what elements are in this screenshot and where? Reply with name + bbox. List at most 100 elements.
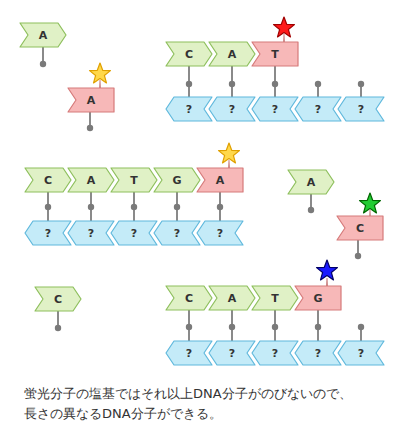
block-shape bbox=[338, 341, 384, 365]
block-label-group: T bbox=[111, 168, 157, 192]
base-letter: ? bbox=[358, 103, 364, 116]
block-shape bbox=[197, 168, 243, 192]
template-block: ? bbox=[68, 221, 114, 245]
block-label-group: ? bbox=[197, 221, 243, 245]
base-letter: T bbox=[130, 174, 138, 187]
block-shape bbox=[68, 168, 114, 192]
fluorescent-stars bbox=[85, 13, 385, 287]
block-shape bbox=[337, 216, 383, 240]
block-shape bbox=[295, 286, 341, 310]
block-label-group: C bbox=[25, 168, 71, 192]
base-letter: C bbox=[54, 293, 62, 306]
template-block: ? bbox=[252, 97, 298, 121]
nucleotide-block: T bbox=[111, 168, 157, 192]
block-shape bbox=[209, 97, 255, 121]
nucleotide-block: C bbox=[25, 168, 71, 192]
nucleotide-block: A bbox=[68, 168, 114, 192]
nucleotide-block: C bbox=[166, 286, 212, 310]
block-label-group: A bbox=[197, 168, 243, 192]
template-block: ? bbox=[25, 221, 71, 245]
nucleotide-block: C bbox=[166, 42, 212, 66]
block-shape bbox=[252, 286, 298, 310]
template-block: ? bbox=[197, 221, 243, 245]
block-shape bbox=[288, 170, 334, 194]
block-label-group: ? bbox=[338, 97, 384, 121]
nucleotide-block: A bbox=[20, 23, 66, 47]
block-label-group: G bbox=[154, 168, 200, 192]
block-shape bbox=[68, 88, 114, 112]
block-shape bbox=[252, 97, 298, 121]
block-label-group: A bbox=[20, 23, 66, 47]
base-letter: T bbox=[271, 292, 279, 305]
template-block: ? bbox=[295, 97, 341, 121]
block-label-group: ? bbox=[295, 341, 341, 365]
block-label-group: ? bbox=[338, 341, 384, 365]
block-label-group: ? bbox=[25, 221, 71, 245]
base-letter: C bbox=[185, 48, 193, 61]
base-letter: ? bbox=[174, 227, 180, 240]
template-block: ? bbox=[338, 341, 384, 365]
template-block: ? bbox=[295, 341, 341, 365]
base-letter: A bbox=[307, 176, 316, 189]
block-shape bbox=[166, 97, 212, 121]
template-block: ? bbox=[209, 97, 255, 121]
block-label-group: T bbox=[252, 286, 298, 310]
block-label-group: C bbox=[166, 42, 212, 66]
base-letter: ? bbox=[315, 103, 321, 116]
base-letter: G bbox=[172, 174, 181, 187]
block-shape bbox=[68, 221, 114, 245]
block-label-group: ? bbox=[154, 221, 200, 245]
base-letter: ? bbox=[272, 347, 278, 360]
block-shape bbox=[209, 42, 255, 66]
template-block: ? bbox=[111, 221, 157, 245]
block-shape bbox=[35, 287, 81, 311]
block-shape bbox=[197, 221, 243, 245]
pins bbox=[40, 46, 364, 341]
nucleotide-block: A bbox=[288, 170, 334, 194]
block-label-group: A bbox=[288, 170, 334, 194]
template-block: ? bbox=[154, 221, 200, 245]
block-shape bbox=[209, 286, 255, 310]
block-label-group: ? bbox=[209, 341, 255, 365]
base-letter: ? bbox=[272, 103, 278, 116]
base-letter: A bbox=[216, 174, 225, 187]
terminator-block: G bbox=[295, 286, 341, 310]
block-label-group: ? bbox=[166, 97, 212, 121]
block-label-group: ? bbox=[166, 341, 212, 365]
base-letter: C bbox=[185, 292, 193, 305]
base-letter: ? bbox=[315, 347, 321, 360]
block-label-group: A bbox=[68, 88, 114, 112]
nucleotide-block: C bbox=[35, 287, 81, 311]
base-letter: C bbox=[44, 174, 52, 187]
block-label-group: A bbox=[68, 168, 114, 192]
block-shape bbox=[111, 168, 157, 192]
template-block: ? bbox=[252, 341, 298, 365]
block-shape bbox=[154, 221, 200, 245]
base-letter: A bbox=[87, 94, 96, 107]
base-letter: A bbox=[228, 48, 237, 61]
block-label-group: G bbox=[295, 286, 341, 310]
base-letter: A bbox=[39, 29, 48, 42]
block-label-group: T bbox=[252, 42, 298, 66]
block-label-group: ? bbox=[209, 97, 255, 121]
block-shape bbox=[20, 23, 66, 47]
caption: 蛍光分子の塩基ではそれ以上DNA分子がのびないので、 長さの異なるDNA分子がで… bbox=[24, 384, 386, 424]
block-shape bbox=[166, 341, 212, 365]
block-label-group: ? bbox=[252, 97, 298, 121]
base-letter: ? bbox=[217, 227, 223, 240]
block-label-group: ? bbox=[252, 341, 298, 365]
base-letter: C bbox=[356, 222, 364, 235]
block-label-group: C bbox=[166, 286, 212, 310]
block-shape bbox=[295, 341, 341, 365]
base-letter: A bbox=[228, 292, 237, 305]
block-shape bbox=[154, 168, 200, 192]
nucleotide-block: G bbox=[154, 168, 200, 192]
block-label-group: ? bbox=[111, 221, 157, 245]
base-letter: G bbox=[313, 292, 322, 305]
block-shape bbox=[338, 97, 384, 121]
template-block: ? bbox=[166, 341, 212, 365]
block-shape bbox=[209, 341, 255, 365]
block-shape bbox=[295, 97, 341, 121]
terminator-block: C bbox=[337, 216, 383, 240]
block-label-group: A bbox=[209, 286, 255, 310]
